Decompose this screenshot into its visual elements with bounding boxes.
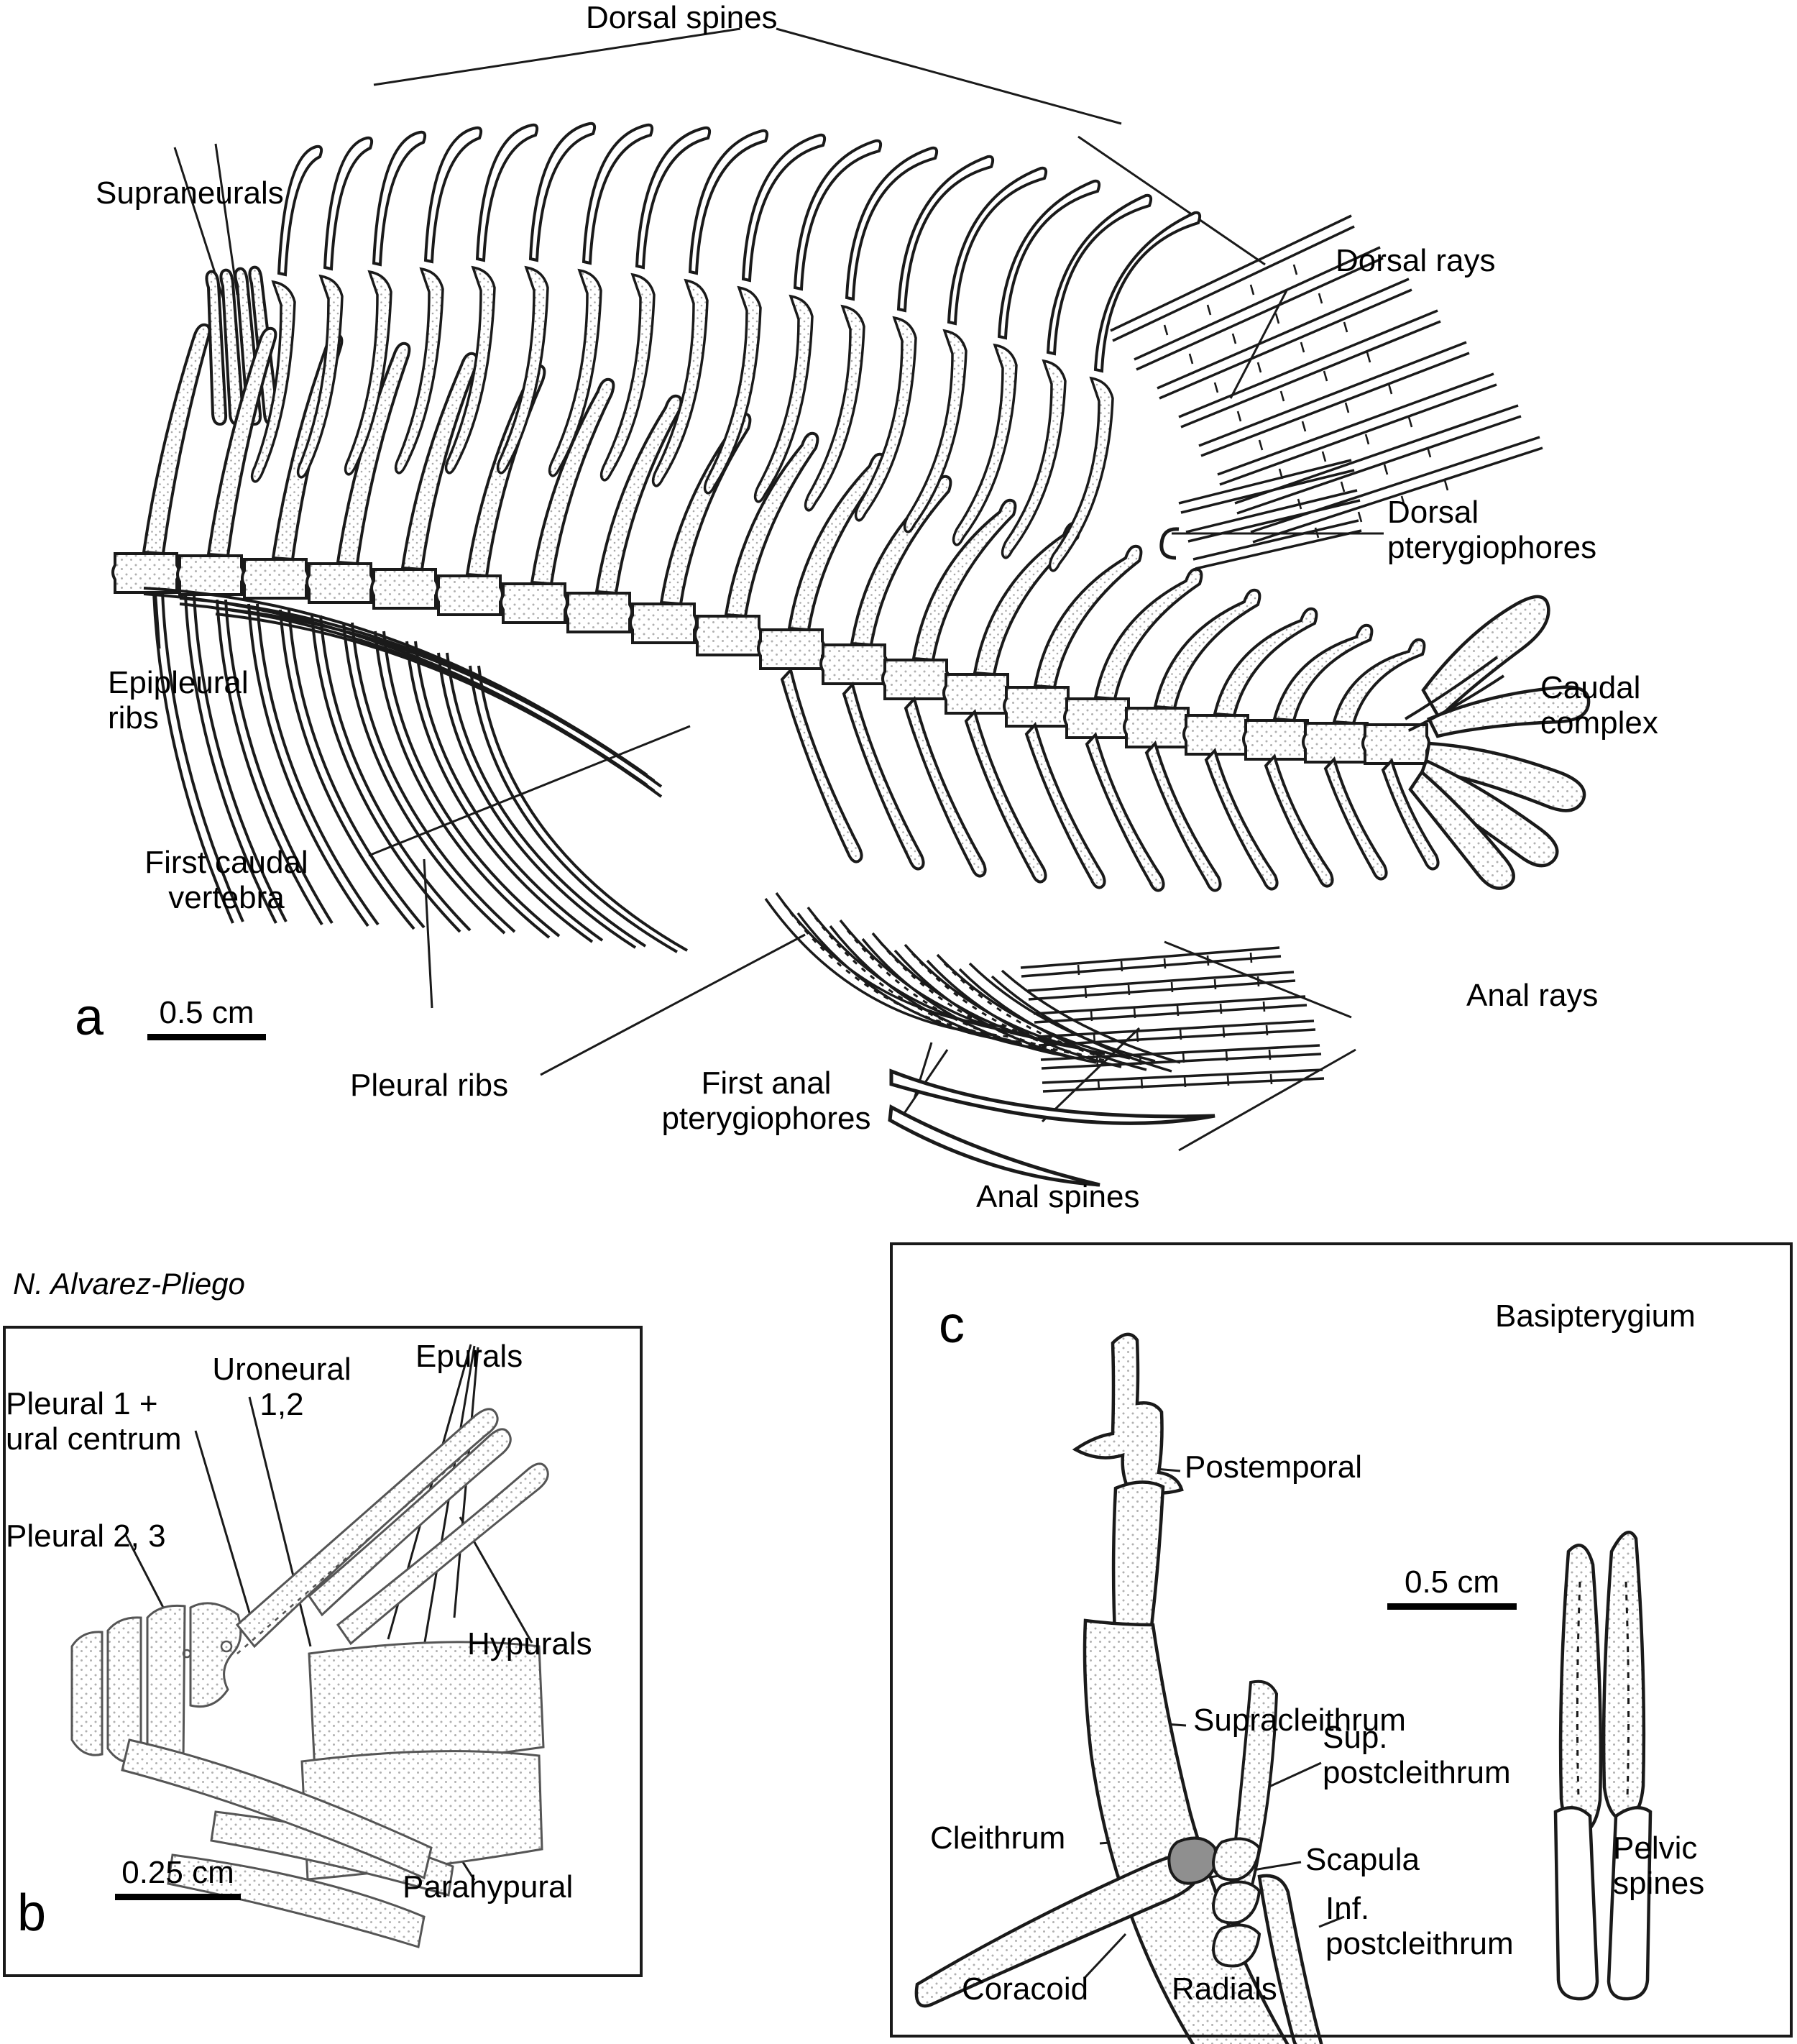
- leader-inf-postcleithrum: [1318, 1915, 1345, 1928]
- leader-sup-postcleithrum: [1261, 1761, 1322, 1792]
- pelvic-spines-bones: [1553, 1806, 1653, 2001]
- label-pelvic-spines: Pelvic spines: [1613, 1830, 1705, 1902]
- panel-b-bones: [70, 1408, 549, 1948]
- label-parahypural: Parahypural: [403, 1869, 574, 1905]
- label-pleural1-ural-centrum: Pleural 1 + ural centrum: [6, 1386, 182, 1457]
- label-dorsal-spines: Dorsal spines: [586, 0, 778, 35]
- label-coracoid: Coracoid: [962, 1971, 1089, 2007]
- label-postemporal: Postemporal: [1185, 1449, 1363, 1485]
- panel-letter-a: a: [75, 989, 104, 1046]
- label-hypurals: Hypurals: [467, 1626, 592, 1662]
- label-first-caudal-vertebra: First caudal vertebra: [144, 845, 308, 916]
- haemal-spines-group: [780, 666, 1440, 892]
- panel-letter-c: c: [939, 1296, 965, 1354]
- scalebar-b-label: 0.25 cm: [121, 1855, 234, 1890]
- label-supraneurals: Supraneurals: [96, 175, 284, 211]
- label-supracleithrum: Supracleithrum: [1193, 1702, 1406, 1738]
- label-uroneural-12: Uroneural 1,2: [212, 1352, 351, 1423]
- vertebral-column: [111, 552, 1430, 765]
- label-pleural-2-3: Pleural 2, 3: [6, 1518, 166, 1554]
- anal-rays-group: [1020, 946, 1325, 1093]
- label-inf-postcleithrum: Inf. postcleithrum: [1325, 1891, 1514, 1962]
- scalebar-c: 0.5 cm: [1387, 1564, 1517, 1610]
- label-sup-postcleithrum: Sup. postcleithrum: [1323, 1720, 1511, 1791]
- label-caudal-complex: Caudal complex: [1540, 670, 1658, 741]
- scapula-bone: [1167, 1836, 1218, 1885]
- label-pleural-ribs: Pleural ribs: [350, 1068, 509, 1103]
- leader-dorsal-spines: [373, 27, 1122, 125]
- label-epipleural-ribs: Epipleural ribs: [108, 665, 249, 736]
- leader-pleural-ribs: [423, 858, 433, 1009]
- label-anal-spines: Anal spines: [976, 1179, 1140, 1214]
- panel-c-border: [890, 1242, 1793, 2038]
- panel-b-border: [3, 1326, 643, 1977]
- label-dorsal-pterygiophores: Dorsal pterygiophores: [1387, 495, 1597, 566]
- leader-pleural1-ural: [194, 1430, 257, 1633]
- cleithrum-bone: [1083, 1618, 1290, 2044]
- postemporal-bone: [1072, 1332, 1184, 1495]
- label-anal-rays: Anal rays: [1466, 978, 1599, 1013]
- pleural-ribs-group: [152, 592, 688, 953]
- label-scapula: Scapula: [1305, 1842, 1420, 1877]
- leader-first-caudal-vertebra: [368, 725, 691, 857]
- label-dorsal-rays: Dorsal rays: [1336, 243, 1496, 278]
- scalebar-b-bar: [115, 1894, 241, 1900]
- panel-a-drawing: [111, 27, 1591, 1187]
- dorsal-pterygiophores-group: [250, 265, 1114, 572]
- label-cleithrum: Cleithrum: [930, 1820, 1066, 1856]
- leader-dorsal-rays: [1077, 135, 1288, 399]
- panel-letter-b: b: [17, 1884, 47, 1942]
- dorsal-rays-group: [1110, 214, 1543, 570]
- anal-pterygiophores-group: [764, 892, 1181, 1073]
- basipterygium-bone: [1558, 1531, 1646, 1836]
- scalebar-a-bar: [147, 1034, 266, 1040]
- label-basipterygium: Basipterygium: [1495, 1298, 1696, 1334]
- urostyle-group: [1404, 656, 1505, 732]
- scalebar-b: 0.25 cm: [115, 1855, 241, 1900]
- scalebar-a: 0.5 cm: [147, 995, 266, 1040]
- dorsal-spines-group: [277, 122, 1202, 373]
- inf-postcleithrum-bone: [1257, 1874, 1323, 2044]
- panel-b-detail: [182, 1452, 468, 1659]
- leader-coracoid: [1083, 1933, 1127, 1980]
- radials-bones: [1211, 1837, 1261, 1968]
- basipterygium-dashed-detail: [1576, 1581, 1630, 1798]
- panel-c-drawing: [914, 1332, 1653, 2044]
- scalebar-c-bar: [1387, 1603, 1517, 1610]
- label-first-anal-pterygiophores: First anal pterygiophores: [661, 1065, 871, 1137]
- panel-b-drawing: [70, 1344, 549, 1948]
- label-radials: Radials: [1172, 1971, 1277, 2007]
- caudal-complex-group: [1408, 595, 1591, 890]
- scalebar-c-label: 0.5 cm: [1404, 1564, 1500, 1600]
- illustrator-credit: N. Alvarez-Pliego: [13, 1267, 245, 1301]
- leader-uroneural: [248, 1396, 312, 1647]
- anal-spines-group: [888, 1068, 1215, 1187]
- scalebar-a-label: 0.5 cm: [159, 995, 254, 1030]
- label-epurals: Epurals: [415, 1339, 523, 1374]
